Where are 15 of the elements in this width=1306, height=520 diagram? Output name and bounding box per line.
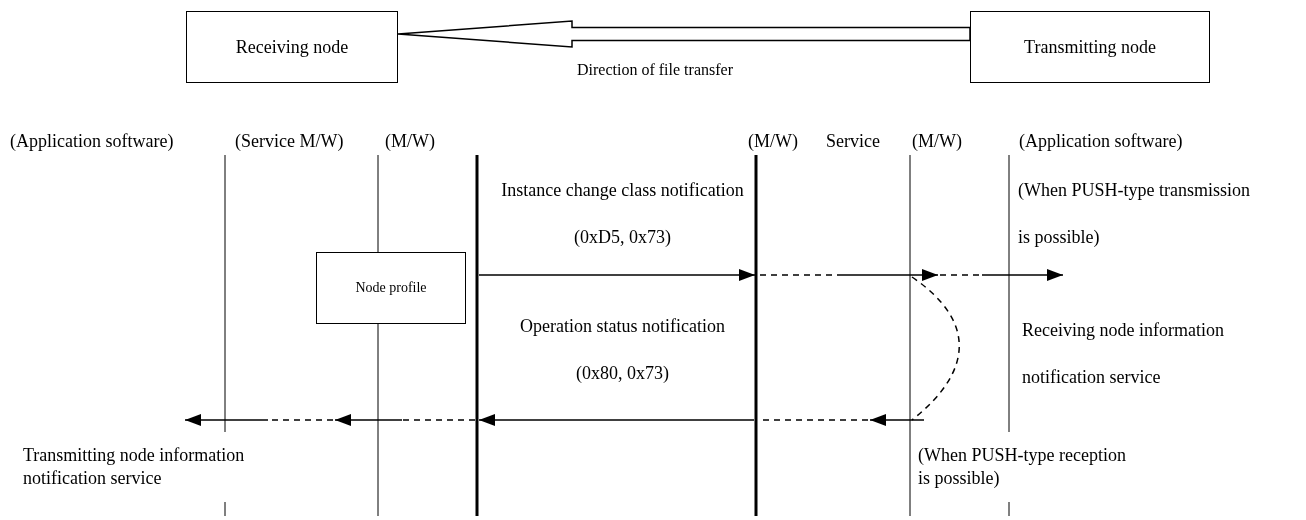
- message-label: Instance change class notification (0xD5, 0x73): [500, 179, 745, 249]
- message-label: Operation status notification (0x80, 0x73): [519, 315, 726, 385]
- lifeline-heading: (M/W): [385, 130, 436, 153]
- node-box: Transmitting node: [970, 11, 1210, 83]
- lifeline-heading: (Application software): [1019, 130, 1184, 153]
- service-label: Receiving node information notification service: [1022, 319, 1225, 389]
- node-box: Node profile: [316, 252, 466, 324]
- lifeline-heading: (Service M/W): [235, 130, 345, 153]
- lifeline-heading: (M/W): [748, 130, 799, 153]
- edge-label: Direction of file transfer: [576, 60, 734, 80]
- lifeline-heading: (M/W): [912, 130, 963, 153]
- lifeline-heading: Service: [826, 130, 881, 153]
- hollow-arrow: [397, 20, 971, 48]
- condition-note: (When PUSH-type transmission is possible): [1018, 179, 1251, 249]
- node-box: Receiving node: [186, 11, 398, 83]
